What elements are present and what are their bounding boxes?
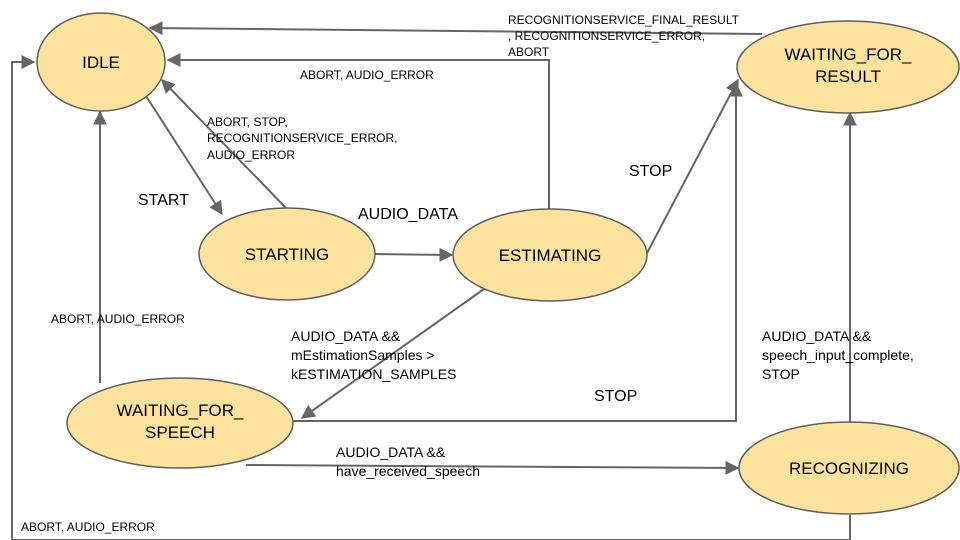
edge-estimating-to-waiting-for-speech (300, 288, 485, 419)
state-waiting-for-result-label-line2: RESULT (815, 67, 881, 86)
state-recognizing-label: RECOGNIZING (789, 459, 909, 478)
label-recognizing-to-waiting-for-result-line2: speech_input_complete, (762, 347, 914, 363)
label-waiting-for-result-to-idle-line3: ABORT (508, 45, 550, 59)
state-waiting-for-result-label-line1: WAITING_FOR_ (785, 45, 912, 64)
label-starting-to-idle-line1: ABORT, STOP, (207, 115, 288, 129)
label-recognizing-to-waiting-for-result-line1: AUDIO_DATA && (762, 328, 872, 344)
label-waiting-for-result-to-idle-line2: , RECOGNITIONSERVICE_ERROR, (508, 29, 705, 43)
label-waiting-for-speech-to-idle: ABORT, AUDIO_ERROR (51, 312, 185, 326)
edge-idle-to-starting (145, 95, 223, 216)
state-idle-label: IDLE (82, 53, 120, 72)
state-idle: IDLE (36, 12, 166, 112)
state-starting: STARTING (198, 207, 376, 301)
edge-starting-to-idle (161, 78, 287, 209)
label-estimating-to-waiting-for-speech-line3: kESTIMATION_SAMPLES (291, 366, 456, 382)
state-waiting-for-speech-label-line2: SPEECH (145, 423, 215, 442)
edge-waiting-for-speech-to-waiting-for-result (292, 82, 743, 422)
label-idle-to-starting: START (138, 192, 189, 209)
label-estimating-to-waiting-for-speech-line1: AUDIO_DATA && (291, 328, 401, 344)
label-starting-to-estimating: AUDIO_DATA (358, 206, 458, 223)
edge-estimating-to-waiting-for-result (645, 78, 739, 256)
edge-waiting-for-speech-to-recognizing (245, 460, 740, 475)
state-waiting-for-speech: WAITING_FOR_ SPEECH (66, 377, 294, 469)
label-recognizing-to-waiting-for-result-line3: STOP (762, 366, 800, 382)
edge-starting-to-estimating (373, 247, 454, 262)
edge-recognizing-to-idle (11, 55, 851, 540)
label-waiting-for-speech-to-recognizing-line2: have_received_speech (336, 463, 480, 479)
state-waiting-for-speech-label-line1: WAITING_FOR_ (117, 401, 244, 420)
state-waiting-for-result: WAITING_FOR_ RESULT (736, 20, 960, 114)
label-estimating-to-idle: ABORT, AUDIO_ERROR (300, 68, 434, 82)
state-estimating-label: ESTIMATING (499, 246, 602, 265)
state-starting-label: STARTING (245, 245, 329, 264)
state-recognizing: RECOGNIZING (738, 421, 960, 515)
label-waiting-for-result-to-idle-line1: RECOGNITIONSERVICE_FINAL_RESULT (508, 13, 740, 27)
label-estimating-to-waiting-for-speech-line2: mEstimationSamples > (291, 347, 435, 363)
edge-waiting-for-result-to-idle (148, 21, 763, 36)
label-starting-to-idle-line2: RECOGNITIONSERVICE_ERROR, (207, 131, 397, 145)
label-recognizing-to-idle: ABORT, AUDIO_ERROR (21, 520, 155, 534)
label-waiting-for-speech-to-waiting-for-result: STOP (594, 388, 637, 405)
label-starting-to-idle-line3: AUDIO_ERROR (207, 148, 295, 162)
edge-estimating-to-idle (166, 53, 550, 210)
label-estimating-to-waiting-for-result: STOP (629, 163, 672, 180)
state-estimating: ESTIMATING (452, 208, 648, 302)
label-waiting-for-speech-to-recognizing-line1: AUDIO_DATA && (336, 444, 446, 460)
